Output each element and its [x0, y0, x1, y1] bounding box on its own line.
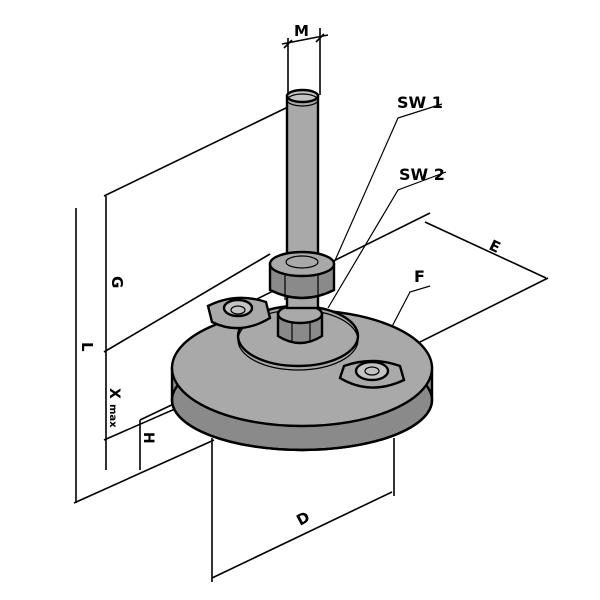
dimension-labels: M SW 1 SW 2 F E G L X max H D — [78, 22, 503, 530]
e-dimension-line — [424, 221, 547, 279]
label-f: F — [414, 267, 425, 286]
m-tick-left — [283, 39, 293, 49]
sw1-leader — [332, 103, 443, 266]
mounting-lug-left — [206, 296, 272, 330]
mid-extension — [103, 253, 271, 353]
sw2-leader — [327, 171, 447, 309]
dimension-lines — [73, 28, 549, 582]
bottom-extension — [73, 439, 215, 504]
label-h: H — [140, 432, 156, 444]
m-tick-right — [315, 33, 325, 43]
label-e: E — [486, 236, 503, 257]
label-x-unit: max — [107, 404, 118, 428]
label-sw1: SW 1 — [397, 93, 443, 112]
hole-f-marker — [364, 366, 380, 376]
label-x: X — [106, 388, 122, 399]
label-m: M — [294, 22, 309, 40]
label-d: D — [293, 508, 312, 530]
top-extension — [103, 106, 289, 197]
d-dimension-line — [211, 491, 393, 579]
upper-nut-sw1 — [268, 250, 336, 300]
label-l: L — [78, 342, 96, 352]
mounting-lug-right — [338, 359, 406, 389]
label-sw2: SW 2 — [399, 165, 445, 184]
label-g: G — [108, 276, 126, 288]
lower-nut-sw2 — [276, 303, 324, 345]
